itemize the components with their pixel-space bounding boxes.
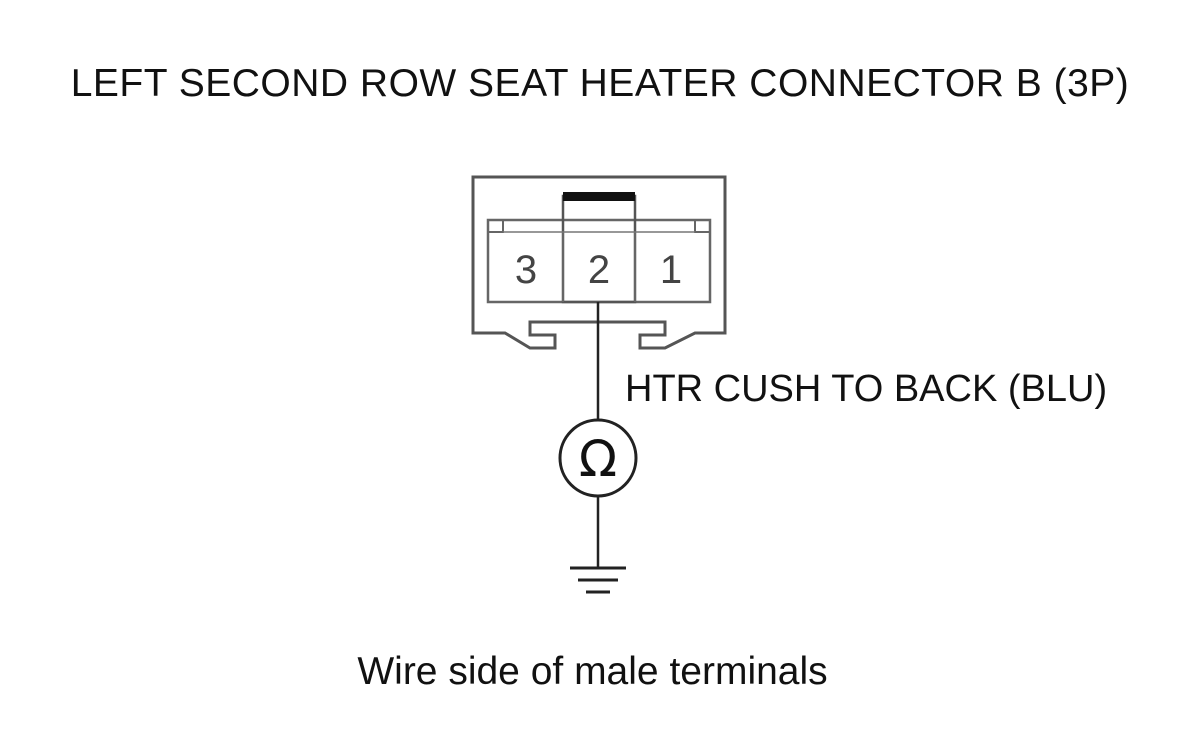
cavity-side-notch-left bbox=[488, 219, 504, 233]
terminal-1-label: 1 bbox=[660, 248, 682, 292]
terminal-3-label: 3 bbox=[515, 248, 537, 292]
diagram-caption: Wire side of male terminals bbox=[357, 650, 828, 693]
ground-icon bbox=[570, 566, 626, 594]
lock-tab bbox=[563, 192, 635, 201]
cavity-side-notch-right bbox=[694, 219, 710, 233]
connector-housing bbox=[471, 175, 727, 350]
terminal-2-label: 2 bbox=[588, 248, 610, 292]
connector-title: LEFT SECOND ROW SEAT HEATER CONNECTOR B … bbox=[70, 62, 1130, 105]
ohm-symbol: Ω bbox=[579, 430, 617, 488]
wire-label: HTR CUSH TO BACK (BLU) bbox=[625, 368, 1108, 410]
